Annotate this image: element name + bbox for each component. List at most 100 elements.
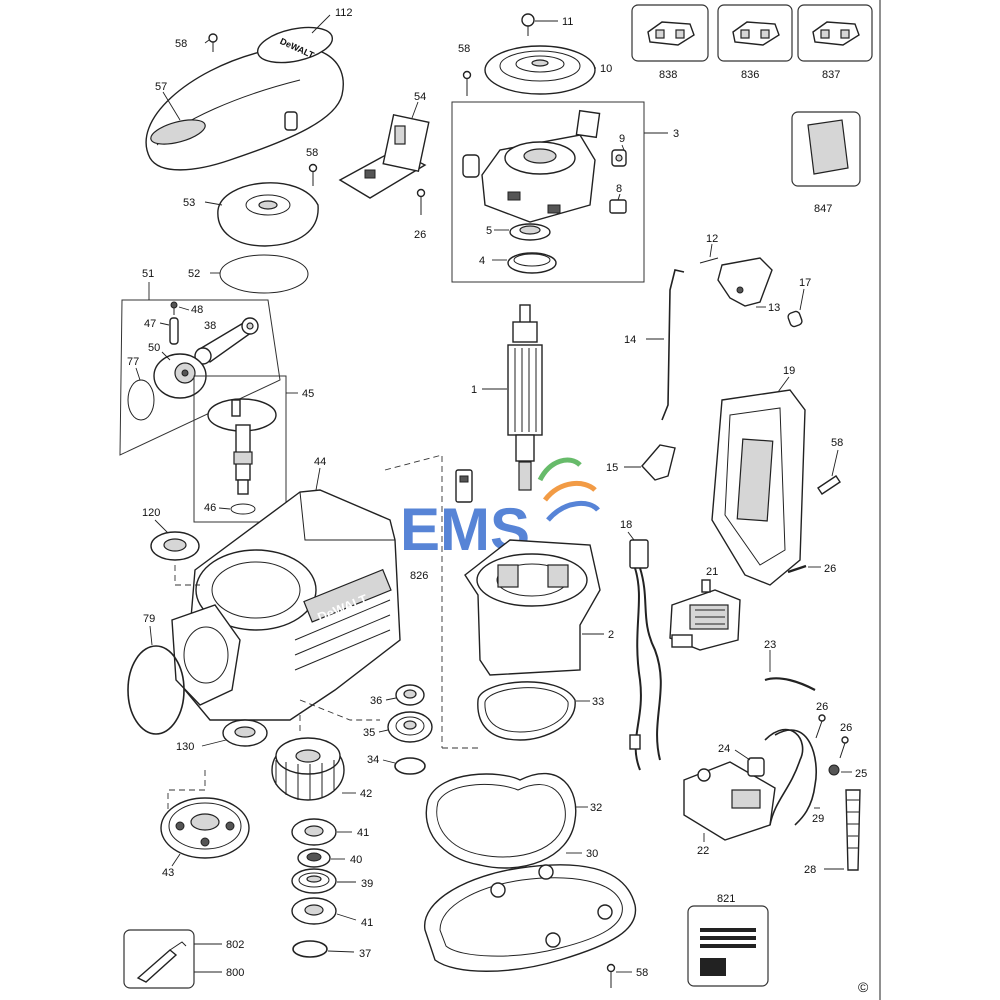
parts-bag-icon [807,119,849,175]
bearing-part [291,868,337,894]
label-847: 847 [814,203,832,215]
label-26: 26 [840,722,852,734]
label-54: 54 [414,91,426,103]
label-4: 4 [479,255,485,267]
bearing-part [387,711,433,743]
label-41: 41 [361,917,373,929]
label-19: 19 [783,365,795,377]
label-3: 3 [673,128,679,140]
screw-part [170,301,178,315]
label-37: 37 [359,948,371,960]
switch-link-part [641,444,676,481]
screw-part [308,163,318,186]
assembly-51-box [119,299,281,456]
label-802: 802 [226,939,244,951]
cable-sleeve-part [845,789,861,871]
label-23: 23 [764,639,776,651]
capacitor-part [747,757,765,777]
label-58: 58 [306,147,318,159]
seal-part [222,719,268,747]
cable-part [629,539,662,771]
screw-part [815,714,826,739]
label-38: 38 [204,320,216,332]
label-30: 30 [586,848,598,860]
gear-cover-part: DeWALT [145,26,344,171]
screw-part [208,33,218,52]
screw-part [462,70,472,96]
bottom-cover-part [424,864,637,972]
label-41: 41 [357,827,369,839]
connector-part [455,469,473,503]
label-10: 10 [600,63,612,75]
piston-pin-part [169,317,179,345]
seal-part [291,897,337,925]
tool-icon [136,949,178,983]
dashed-guide [384,454,443,748]
switch-rod-part [661,269,685,421]
label-58: 58 [636,967,648,979]
label-79: 79 [143,613,155,625]
label-826: 826 [410,570,428,582]
label-21: 21 [706,566,718,578]
label-36: 36 [370,695,382,707]
label-838: 838 [659,69,677,81]
label-14: 14 [624,334,636,346]
washer-part [297,848,331,868]
label-25: 25 [855,768,867,780]
label-58: 58 [458,43,470,55]
label-58: 58 [175,38,187,50]
fan-part [484,45,596,95]
label-837: 837 [822,69,840,81]
label-28: 28 [804,864,816,876]
label-52: 52 [188,268,200,280]
handle-housing-part [711,389,806,586]
o-ring-part [127,379,155,421]
label-11: 11 [562,16,573,28]
gasket-part [425,773,577,869]
label-33: 33 [592,696,604,708]
o-ring-part [127,645,185,735]
label-50: 50 [148,342,160,354]
carbon-brush-part [609,193,627,214]
bearing-part [395,684,425,706]
label-24: 24 [718,743,730,755]
label-57: 57 [155,81,167,93]
copyright-symbol: © [858,979,869,995]
o-ring-part [219,254,309,294]
seal-part [291,818,337,846]
ring-part [230,503,256,515]
assembly-3-box [451,101,645,283]
seal-part [150,531,200,561]
label-130: 130 [176,741,194,753]
label-821: 821 [717,893,735,905]
label-40: 40 [350,854,362,866]
dashed-guide [174,565,200,586]
label-17: 17 [799,277,811,289]
label-5: 5 [486,225,492,237]
brush-holder-part [611,149,627,167]
label-800: 800 [226,967,244,979]
brush-kit-icon [647,21,860,46]
bearing-cover-part [217,182,319,247]
terminal-part [828,764,840,776]
label-29: 29 [812,813,824,825]
label-45: 45 [302,388,314,400]
label-34: 34 [367,754,379,766]
label-77: 77 [127,356,139,368]
label-58: 58 [831,437,843,449]
gear-part [271,737,345,801]
label-47: 47 [144,318,156,330]
label-48: 48 [191,304,203,316]
screw-part [416,188,426,215]
label-39: 39 [361,878,373,890]
label-1: 1 [471,384,477,396]
label-44: 44 [314,456,326,468]
label-836: 836 [741,69,759,81]
label-43: 43 [162,867,174,879]
label-46: 46 [204,502,216,514]
motor-housing-part [462,109,601,223]
screw-part [787,564,807,574]
label-8: 8 [616,183,622,195]
switch-lever-part [717,257,773,307]
circlip-part [292,940,328,958]
